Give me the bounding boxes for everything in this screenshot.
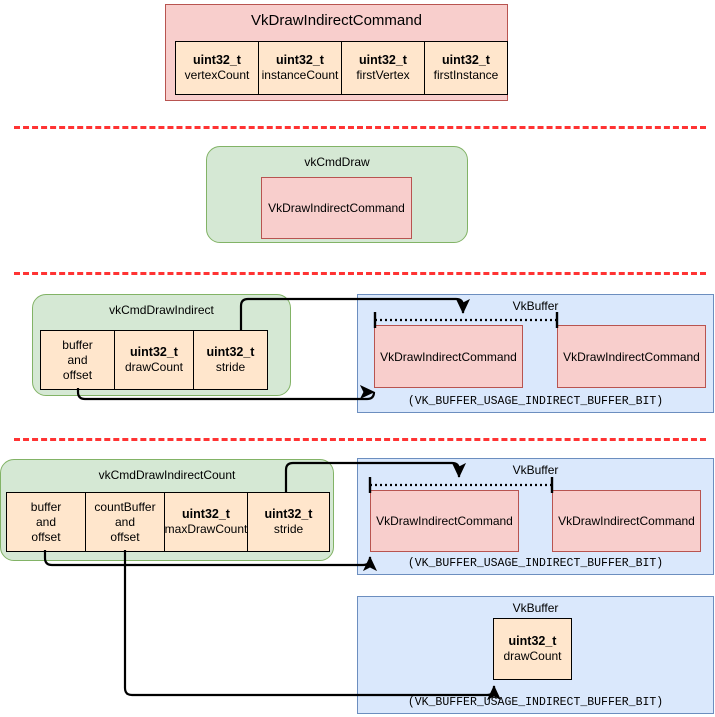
struct-field-firstvertex: uint32_t firstVertex bbox=[341, 41, 425, 95]
param-countbuffer-and-offset: countBuffer and offset bbox=[85, 492, 165, 552]
buffer-usage-flag: (VK_BUFFER_USAGE_INDIRECT_BUFFER_BIT) bbox=[407, 696, 664, 709]
buffer-command-label: VkDrawIndirectCommand bbox=[376, 514, 513, 528]
command-title: vkCmdDrawIndirect bbox=[109, 303, 214, 317]
vkcmddrawindirectcount-params: buffer and offset countBuffer and offset… bbox=[6, 492, 330, 552]
struct-field-firstinstance: uint32_t firstInstance bbox=[424, 41, 508, 95]
param-buffer-and-offset: buffer and offset bbox=[6, 492, 86, 552]
buffer-command-1: VkDrawIndirectCommand bbox=[552, 490, 701, 552]
buffer-usage-flag: (VK_BUFFER_USAGE_INDIRECT_BUFFER_BIT) bbox=[407, 557, 664, 570]
param-stride: uint32_t stride bbox=[193, 330, 268, 390]
param-buffer-and-offset: buffer and offset bbox=[40, 330, 115, 390]
count-buffer-field-drawcount: uint32_t drawCount bbox=[493, 618, 572, 680]
param-type: uint32_t bbox=[130, 344, 178, 359]
param-name: stride bbox=[273, 522, 304, 537]
param-name: stride bbox=[215, 360, 246, 375]
param-stride: uint32_t stride bbox=[247, 492, 330, 552]
param-line-1: buffer bbox=[30, 499, 62, 514]
struct-field-vertexcount: uint32_t vertexCount bbox=[175, 41, 259, 95]
param-drawcount: uint32_t drawCount bbox=[114, 330, 194, 390]
field-name: firstVertex bbox=[356, 68, 410, 83]
divider-1 bbox=[14, 126, 706, 129]
field-type: uint32_t bbox=[442, 52, 490, 67]
field-name: instanceCount bbox=[261, 68, 339, 83]
field-name: drawCount bbox=[503, 649, 562, 664]
command-title: vkCmdDrawIndirectCount bbox=[98, 468, 236, 482]
vkcmddraw-inline-struct: VkDrawIndirectCommand bbox=[261, 177, 412, 239]
param-line-1: buffer bbox=[62, 337, 93, 352]
param-name: drawCount bbox=[124, 360, 184, 375]
struct-title: VkDrawIndirectCommand bbox=[251, 12, 422, 29]
field-name: firstInstance bbox=[433, 68, 499, 83]
buffer-command-label: VkDrawIndirectCommand bbox=[558, 514, 695, 528]
field-type: uint32_t bbox=[508, 633, 557, 648]
param-line-2: and bbox=[114, 514, 136, 529]
field-type: uint32_t bbox=[193, 52, 241, 67]
param-maxdrawcount: uint32_t maxDrawCount bbox=[164, 492, 248, 552]
buffer-title: VkBuffer bbox=[512, 601, 559, 615]
buffer-command-label: VkDrawIndirectCommand bbox=[380, 349, 517, 364]
param-line-1: countBuffer bbox=[94, 499, 156, 514]
buffer-usage-flag: (VK_BUFFER_USAGE_INDIRECT_BUFFER_BIT) bbox=[407, 395, 664, 408]
inline-struct-label: VkDrawIndirectCommand bbox=[268, 201, 405, 215]
struct-field-instancecount: uint32_t instanceCount bbox=[258, 41, 342, 95]
buffer-command-1: VkDrawIndirectCommand bbox=[557, 325, 706, 388]
field-type: uint32_t bbox=[359, 52, 407, 67]
command-title: vkCmdDraw bbox=[304, 155, 370, 169]
param-line-3: offset bbox=[62, 367, 93, 382]
buffer-command-label: VkDrawIndirectCommand bbox=[563, 349, 700, 364]
param-line-2: and bbox=[67, 352, 88, 367]
field-name: vertexCount bbox=[184, 68, 250, 83]
param-type: uint32_t bbox=[182, 506, 230, 521]
param-line-3: offset bbox=[31, 529, 61, 544]
struct-fields-row: uint32_t vertexCount uint32_t instanceCo… bbox=[175, 41, 508, 95]
param-line-3: offset bbox=[110, 529, 140, 544]
param-type: uint32_t bbox=[264, 506, 313, 521]
buffer-command-0: VkDrawIndirectCommand bbox=[370, 490, 519, 552]
field-type: uint32_t bbox=[276, 52, 324, 67]
buffer-command-0: VkDrawIndirectCommand bbox=[374, 325, 523, 388]
vkcmddrawindirect-params: buffer and offset uint32_t drawCount uin… bbox=[40, 330, 268, 390]
divider-3 bbox=[14, 438, 706, 441]
divider-2 bbox=[14, 272, 706, 275]
param-type: uint32_t bbox=[206, 344, 255, 359]
buffer-title: VkBuffer bbox=[512, 463, 559, 477]
buffer-title: VkBuffer bbox=[512, 299, 559, 313]
param-line-2: and bbox=[35, 514, 57, 529]
param-name: maxDrawCount bbox=[164, 522, 248, 537]
